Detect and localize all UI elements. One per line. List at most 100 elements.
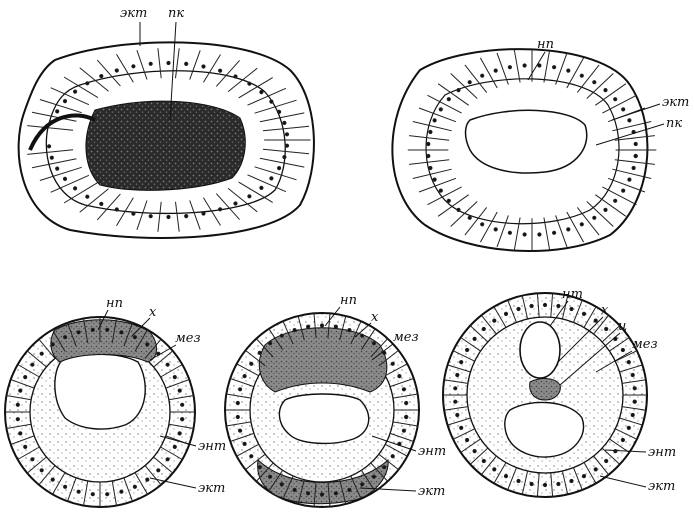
figure-a-label-pk: пк xyxy=(168,6,184,21)
cell-nucleus xyxy=(429,130,432,133)
cell-nucleus xyxy=(614,199,617,202)
cell-nucleus xyxy=(460,361,463,364)
cell-nucleus xyxy=(582,475,585,478)
cell-nucleus xyxy=(239,429,242,432)
cell-nucleus xyxy=(234,202,237,205)
cell-nucleus xyxy=(580,74,583,77)
figure-e-label-mez: мез xyxy=(632,337,658,352)
cell-nucleus xyxy=(482,459,485,462)
cell-nucleus xyxy=(173,376,176,379)
cell-nucleus xyxy=(258,351,261,354)
cell-nucleus xyxy=(236,415,239,418)
cell-nucleus xyxy=(454,387,457,390)
cell-nucleus xyxy=(456,373,459,376)
cell-nucleus xyxy=(334,492,337,495)
cell-nucleus xyxy=(250,362,253,365)
cell-nucleus xyxy=(543,303,546,306)
cell-nucleus xyxy=(270,100,273,103)
cell-nucleus xyxy=(457,89,460,92)
cell-nucleus xyxy=(605,459,608,462)
cell-nucleus xyxy=(77,490,80,493)
cell-nucleus xyxy=(320,493,323,496)
cell-nucleus xyxy=(361,334,364,337)
cell-nucleus xyxy=(40,469,43,472)
cell-nucleus xyxy=(243,375,246,378)
cell-nucleus xyxy=(604,208,607,211)
cell-nucleus xyxy=(473,337,476,340)
cell-nucleus xyxy=(468,216,471,219)
cell-nucleus xyxy=(508,66,511,69)
cell-nucleus xyxy=(557,304,560,307)
cell-nucleus xyxy=(236,401,239,404)
cell-nucleus xyxy=(427,142,430,145)
cell-nucleus xyxy=(439,189,442,192)
cell-nucleus xyxy=(372,342,375,345)
cell-nucleus xyxy=(48,145,51,148)
cell-nucleus xyxy=(248,82,251,85)
cell-nucleus xyxy=(473,450,476,453)
cell-nucleus xyxy=(307,492,310,495)
cell-nucleus xyxy=(402,388,405,391)
cell-nucleus xyxy=(178,389,181,392)
figure-a-label-ekt: экт xyxy=(120,6,147,21)
cell-nucleus xyxy=(31,458,34,461)
figure-e-label-ekt: экт xyxy=(648,479,675,494)
cell-nucleus xyxy=(250,455,253,458)
cell-nucleus xyxy=(56,110,59,113)
figure-d-label-mez: мез xyxy=(393,330,419,345)
cell-nucleus xyxy=(16,403,19,406)
cell-nucleus xyxy=(456,413,459,416)
cell-nucleus xyxy=(63,100,66,103)
cell-nucleus xyxy=(553,66,556,69)
cell-nucleus xyxy=(433,119,436,122)
cell-nucleus xyxy=(285,144,288,147)
cell-nucleus xyxy=(391,455,394,458)
cell-nucleus xyxy=(56,167,59,170)
cell-nucleus xyxy=(621,348,624,351)
cell-nucleus xyxy=(120,331,123,334)
cell-nucleus xyxy=(614,98,617,101)
cell-nucleus xyxy=(219,69,222,72)
figure-b-label-ekt: экт xyxy=(662,95,689,110)
cell-nucleus xyxy=(593,81,596,84)
cell-nucleus xyxy=(293,329,296,332)
cell-nucleus xyxy=(633,400,636,403)
cell-nucleus xyxy=(293,488,296,491)
cell-nucleus xyxy=(594,468,597,471)
figure-e-label-c: ц xyxy=(618,319,627,334)
figure-c-label-ekt: экт xyxy=(198,481,225,496)
cell-nucleus xyxy=(334,325,337,328)
cell-nucleus xyxy=(260,186,263,189)
cell-nucleus xyxy=(106,493,109,496)
cell-nucleus xyxy=(361,483,364,486)
cell-nucleus xyxy=(146,343,149,346)
figure-b-cavity xyxy=(466,110,587,173)
cell-nucleus xyxy=(517,479,520,482)
cell-nucleus xyxy=(278,110,281,113)
cell-nucleus xyxy=(283,156,286,159)
cell-nucleus xyxy=(627,426,630,429)
cell-nucleus xyxy=(120,490,123,493)
cell-nucleus xyxy=(468,81,471,84)
cell-nucleus xyxy=(504,475,507,478)
cell-nucleus xyxy=(398,375,401,378)
cell-nucleus xyxy=(181,418,184,421)
figure-e-notochord xyxy=(530,379,561,400)
cell-nucleus xyxy=(258,466,261,469)
cell-nucleus xyxy=(202,65,205,68)
cell-nucleus xyxy=(447,199,450,202)
cell-nucleus xyxy=(320,324,323,327)
cell-nucleus xyxy=(115,69,118,72)
cell-nucleus xyxy=(239,388,242,391)
cell-nucleus xyxy=(269,342,272,345)
cell-nucleus xyxy=(429,166,432,169)
cell-nucleus xyxy=(594,319,597,322)
cell-nucleus xyxy=(185,62,188,65)
cell-nucleus xyxy=(178,432,181,435)
cell-nucleus xyxy=(494,69,497,72)
cell-nucleus xyxy=(149,62,152,65)
cell-nucleus xyxy=(167,61,170,64)
cell-nucleus xyxy=(166,458,169,461)
cell-nucleus xyxy=(523,64,526,67)
cell-nucleus xyxy=(530,482,533,485)
